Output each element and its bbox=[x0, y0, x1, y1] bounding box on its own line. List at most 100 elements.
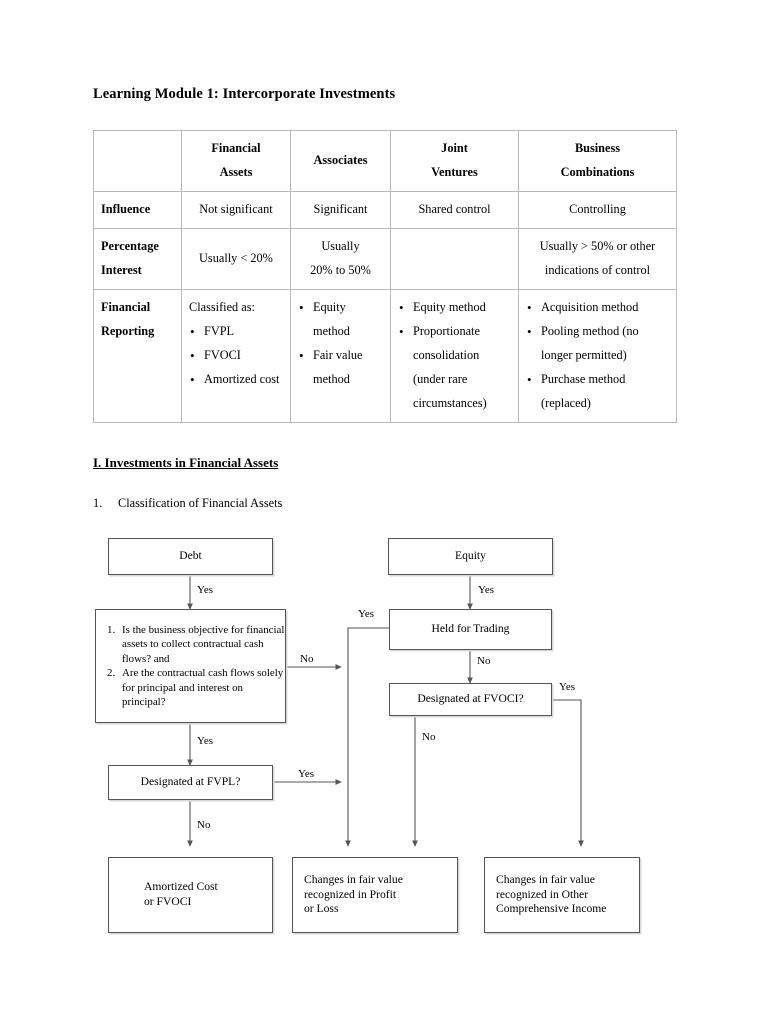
list-item: FVOCI bbox=[189, 343, 283, 368]
row-label-line-1: Percentage bbox=[101, 238, 159, 253]
flow-node-held-for-trading[interactable]: Held for Trading bbox=[389, 609, 552, 650]
cell-influence-associates: Significant bbox=[290, 190, 391, 229]
table-header-cell-joint-ventures: Joint Ventures bbox=[390, 130, 519, 192]
edge-label-equity-yes: Yes bbox=[478, 584, 495, 596]
numbered-item-text: Classification of Financial Assets bbox=[118, 496, 283, 510]
list-item-number: 2. bbox=[107, 667, 116, 679]
table-header-cell-associates: Associates bbox=[290, 130, 391, 192]
cell-reporting-joint-ventures: Equity method Proportionate consolidatio… bbox=[390, 288, 519, 423]
flow-node-designated-fvpl[interactable]: Designated at FVPL? bbox=[108, 765, 273, 800]
edge-label-fvpl-no: No bbox=[197, 819, 211, 831]
cell-percentage-joint-ventures bbox=[390, 227, 519, 290]
cell-line-2: 20% to 50% bbox=[310, 262, 371, 277]
header-line-1: Associates bbox=[313, 152, 368, 167]
flow-node-designated-fvoci-label: Designated at FVOCI? bbox=[417, 692, 524, 706]
table-header-row: Financial Assets Associates Joint Ventur… bbox=[93, 130, 677, 192]
edge-label-held-for-trading-yes: Yes bbox=[358, 608, 375, 620]
comparison-table: Financial Assets Associates Joint Ventur… bbox=[93, 130, 677, 423]
flow-node-result-oci[interactable]: Changes in fair value recognized in Othe… bbox=[484, 857, 640, 933]
flow-node-debt-label: Debt bbox=[179, 549, 202, 563]
list-item: Fair value method bbox=[298, 343, 383, 392]
cell-percentage-financial-assets: Usually < 20% bbox=[181, 227, 291, 290]
edge-label-debt-question-yes: Yes bbox=[197, 735, 214, 747]
header-line-2: Assets bbox=[219, 164, 253, 179]
section-heading: I. Investments in Financial Assets bbox=[93, 455, 279, 470]
flow-node-designated-fvoci[interactable]: Designated at FVOCI? bbox=[389, 683, 552, 716]
edge-label-debt-yes: Yes bbox=[197, 584, 214, 596]
result-line-2: recognized in Other bbox=[496, 887, 589, 901]
table-header-cell-financial-assets: Financial Assets bbox=[181, 130, 291, 192]
header-line-1: Business bbox=[574, 141, 621, 155]
table-row-influence: Influence Not significant Significant Sh… bbox=[93, 190, 677, 229]
cell-influence-financial-assets: Not significant bbox=[181, 190, 291, 229]
edge-label-debt-question-no: No bbox=[300, 653, 314, 665]
list-item-number: 1. bbox=[107, 623, 116, 636]
cell-line-1: Usually > 50% or other bbox=[539, 238, 656, 253]
flow-node-held-for-trading-label: Held for Trading bbox=[431, 622, 510, 636]
flow-node-result-profit-or-loss[interactable]: Changes in fair value recognized in Prof… bbox=[292, 857, 458, 933]
cell-line-2: indications of control bbox=[544, 262, 651, 277]
bullet-list-joint-ventures: Equity method Proportionate consolidatio… bbox=[398, 295, 511, 416]
list-item: Amortized cost bbox=[189, 367, 283, 392]
edge-label-fvpl-yes: Yes bbox=[298, 768, 315, 780]
numbered-item-number: 1. bbox=[93, 496, 103, 510]
bullet-list-business-combinations: Acquisition method Pooling method (no lo… bbox=[526, 295, 669, 416]
bullet-list-associates: Equity method Fair value method bbox=[298, 295, 383, 392]
cell-intro-text: Classified as: bbox=[189, 299, 255, 314]
cell-reporting-financial-assets: Classified as: FVPL FVOCI Amortized cost bbox=[181, 288, 291, 423]
list-item: FVPL bbox=[189, 319, 283, 344]
flow-node-result-oci-label: Changes in fair value recognized in Othe… bbox=[496, 873, 639, 917]
cell-influence-business-combinations: Controlling bbox=[518, 190, 677, 229]
row-label-financial-reporting: Financial Reporting bbox=[93, 288, 182, 423]
cell-reporting-business-combinations: Acquisition method Pooling method (no lo… bbox=[518, 288, 677, 423]
cell-influence-joint-ventures: Shared control bbox=[390, 190, 519, 229]
result-line-2: or FVOCI bbox=[144, 895, 192, 908]
row-label-line-2: Reporting bbox=[101, 323, 155, 338]
table-row-financial-reporting: Financial Reporting Classified as: FVPL … bbox=[93, 288, 677, 423]
cell-reporting-associates: Equity method Fair value method bbox=[290, 288, 391, 423]
cell-percentage-business-combinations: Usually > 50% or other indications of co… bbox=[518, 227, 677, 290]
list-item-text: Are the contractual cash flows solely fo… bbox=[122, 667, 284, 708]
cell-percentage-associates: Usually 20% to 50% bbox=[290, 227, 391, 290]
row-label-line-2: Interest bbox=[101, 262, 142, 277]
numbered-item: 1. Classification of Financial Assets bbox=[93, 496, 282, 511]
header-line-1: Financial bbox=[211, 141, 261, 155]
table-header-cell-empty bbox=[93, 130, 182, 192]
cell-line-1: Usually bbox=[321, 238, 360, 253]
edge-label-held-for-trading-no: No bbox=[477, 655, 491, 667]
list-item: 2. Are the contractual cash flows solely… bbox=[107, 666, 285, 710]
header-line-1: Joint bbox=[441, 141, 468, 155]
result-line-1: Amortized Cost bbox=[144, 880, 218, 894]
header-line-2: Combinations bbox=[560, 164, 635, 179]
result-line-1: Changes in fair value bbox=[304, 872, 403, 886]
flow-node-debt-question[interactable]: 1. Is the business objective for financi… bbox=[95, 609, 286, 723]
bullet-list-financial-assets: FVPL FVOCI Amortized cost bbox=[189, 319, 283, 392]
flow-node-designated-fvpl-label: Designated at FVPL? bbox=[140, 775, 241, 789]
list-item-text: Is the business objective for financial … bbox=[122, 623, 285, 665]
list-item: Equity method bbox=[298, 295, 383, 344]
edge-label-fvoci-yes: Yes bbox=[559, 681, 576, 693]
list-item: Proportionate consolidation (under rare … bbox=[398, 319, 511, 416]
page-title: Learning Module 1: Intercorporate Invest… bbox=[93, 86, 396, 102]
flow-node-result-amortized-cost-label: Amortized Cost or FVOCI bbox=[109, 880, 272, 910]
flow-node-equity[interactable]: Equity bbox=[388, 538, 553, 575]
flow-node-result-amortized-cost[interactable]: Amortized Cost or FVOCI bbox=[108, 857, 273, 933]
row-label-percentage-interest: Percentage Interest bbox=[93, 227, 182, 290]
edge-label-fvoci-no: No bbox=[422, 731, 436, 743]
header-line-2: Ventures bbox=[431, 164, 478, 179]
flow-node-debt[interactable]: Debt bbox=[108, 538, 273, 575]
result-line-2: recognized in Profit bbox=[304, 887, 397, 901]
row-label-line-1: Financial bbox=[101, 299, 151, 314]
flow-node-equity-label: Equity bbox=[455, 549, 486, 563]
flow-node-result-profit-or-loss-label: Changes in fair value recognized in Prof… bbox=[304, 873, 457, 917]
list-item: 1. Is the business objective for financi… bbox=[107, 623, 285, 667]
result-line-3: Comprehensive Income bbox=[496, 902, 607, 916]
debt-question-list: 1. Is the business objective for financi… bbox=[107, 623, 285, 710]
result-line-1: Changes in fair value bbox=[496, 872, 595, 886]
row-label-influence: Influence bbox=[93, 190, 182, 229]
result-line-3: or Loss bbox=[304, 902, 339, 916]
list-item: Equity method bbox=[398, 295, 511, 320]
table-header-cell-business-combinations: Business Combinations bbox=[518, 130, 677, 192]
